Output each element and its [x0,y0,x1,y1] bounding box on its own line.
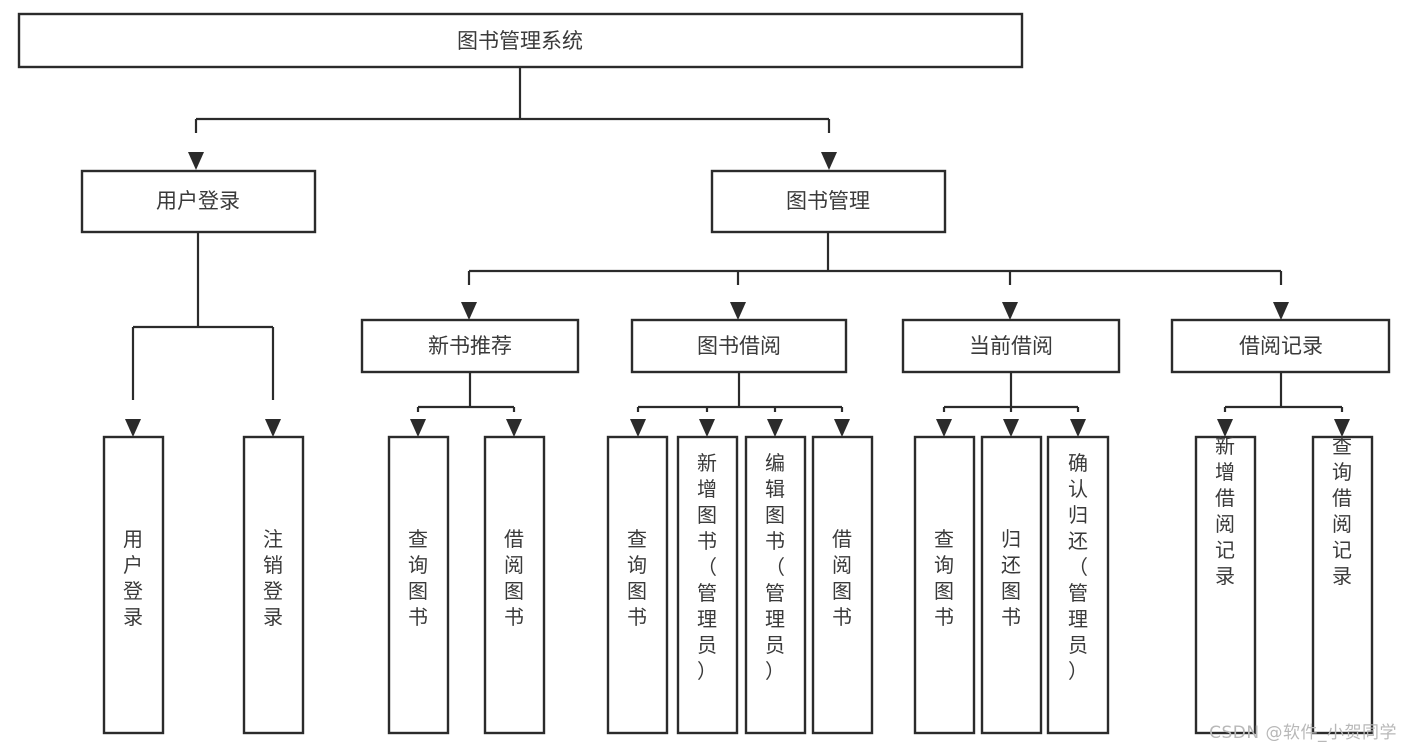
leaf-borrow-book-2-label: 借阅图书 [832,527,852,629]
leaf-add-record-label: 新增借阅记录 [1215,434,1235,588]
leaf-edit-book-label: 编辑图书（管理员） [765,451,785,683]
node-current-borrow-label: 当前借阅 [969,334,1053,358]
node-user-login[interactable]: 用户登录 [80,169,317,234]
leaf-user-logout[interactable]: 注销登录 [242,435,305,735]
arrow-leaf-user-login-icon [125,419,141,437]
node-new-book-recommend[interactable]: 新书推荐 [360,318,580,374]
node-book-manage-box[interactable] [710,169,947,234]
arrow-leaf-return-book-icon [1003,419,1019,437]
arrow-leaf-query-book-3-icon [936,419,952,437]
leaf-query-book-3[interactable]: 查询图书 [913,435,976,735]
leaf-confirm-return[interactable]: 确认归还（管理员） [1046,435,1110,735]
leaf-return-book[interactable]: 归还图书 [980,435,1043,735]
leaf-user-login[interactable]: 用户登录 [102,435,165,735]
leaf-return-book-label: 归还图书 [1001,527,1021,629]
arrow-leaf-edit-book-icon [767,419,783,437]
leaf-query-book-2-box[interactable] [606,435,669,735]
node-book-borrow-label: 图书借阅 [697,334,781,358]
leaf-query-book-1[interactable]: 查询图书 [387,435,450,735]
node-new-book-recommend-label: 新书推荐 [428,334,512,358]
node-user-login-label: 用户登录 [156,189,240,213]
node-borrow-record[interactable]: 借阅记录 [1170,318,1391,374]
arrow-leaf-borrow-book-1-icon [506,419,522,437]
arrow-to-new-book-recommend-icon [461,302,477,320]
leaf-query-book-1-box[interactable] [387,435,450,735]
node-new-book-recommend-box[interactable] [360,318,580,374]
node-root[interactable]: 图书管理系统 [17,12,1024,69]
arrow-leaf-borrow-book-2-icon [834,419,850,437]
arrow-to-current-borrow-icon [1002,302,1018,320]
leaf-borrow-book-1-box[interactable] [483,435,546,735]
node-root-box[interactable] [17,12,1024,69]
csdn-watermark: CSDN @软件_小贺同学 [1209,723,1397,743]
leaf-query-record-box[interactable] [1311,435,1374,735]
arrow-to-book-borrow-icon [730,302,746,320]
leaf-add-record[interactable]: 新增借阅记录 [1194,434,1257,735]
leaf-user-logout-box[interactable] [242,435,305,735]
leaf-user-login-label: 用户登录 [123,527,143,629]
node-root-label: 图书管理系统 [457,29,583,53]
arrow-leaf-user-logout-icon [265,419,281,437]
node-borrow-record-box[interactable] [1170,318,1391,374]
node-current-borrow[interactable]: 当前借阅 [901,318,1121,374]
arrow-to-user-login-icon [188,152,204,170]
leaf-query-book-1-label: 查询图书 [408,527,428,629]
leaf-query-book-2[interactable]: 查询图书 [606,435,669,735]
leaf-confirm-return-label: 确认归还（管理员） [1068,451,1088,683]
leaf-user-login-box[interactable] [102,435,165,735]
leaf-add-book-label: 新增图书（管理员） [697,451,717,683]
leaf-add-book-box[interactable] [676,435,739,735]
leaf-query-record[interactable]: 查询借阅记录 [1311,434,1374,735]
node-book-borrow-box[interactable] [630,318,848,374]
leaf-query-book-2-label: 查询图书 [627,527,647,629]
leaf-borrow-book-2-box[interactable] [811,435,874,735]
leaf-add-record-box[interactable] [1194,435,1257,735]
node-book-manage-label: 图书管理 [786,189,870,213]
node-current-borrow-box[interactable] [901,318,1121,374]
leaf-edit-book[interactable]: 编辑图书（管理员） [744,435,807,735]
node-book-manage[interactable]: 图书管理 [710,169,947,234]
leaf-user-logout-label: 注销登录 [263,527,283,629]
arrow-to-book-manage-icon [821,152,837,170]
node-book-borrow[interactable]: 图书借阅 [630,318,848,374]
leaf-borrow-book-1[interactable]: 借阅图书 [483,435,546,735]
arrow-leaf-add-book-icon [699,419,715,437]
leaf-borrow-book-2[interactable]: 借阅图书 [811,435,874,735]
arrow-to-borrow-record-icon [1273,302,1289,320]
leaf-confirm-return-box[interactable] [1046,435,1110,735]
leaf-return-book-box[interactable] [980,435,1043,735]
arrow-leaf-query-book-2-icon [630,419,646,437]
leaf-add-book[interactable]: 新增图书（管理员） [676,435,739,735]
node-borrow-record-label: 借阅记录 [1239,334,1323,358]
leaf-query-book-3-label: 查询图书 [934,527,954,629]
arrow-leaf-query-book-1-icon [410,419,426,437]
leaf-query-record-label: 查询借阅记录 [1332,434,1352,588]
leaf-borrow-book-1-label: 借阅图书 [504,527,524,629]
leaf-edit-book-box[interactable] [744,435,807,735]
leaf-query-book-3-box[interactable] [913,435,976,735]
arrow-leaf-confirm-return-icon [1070,419,1086,437]
